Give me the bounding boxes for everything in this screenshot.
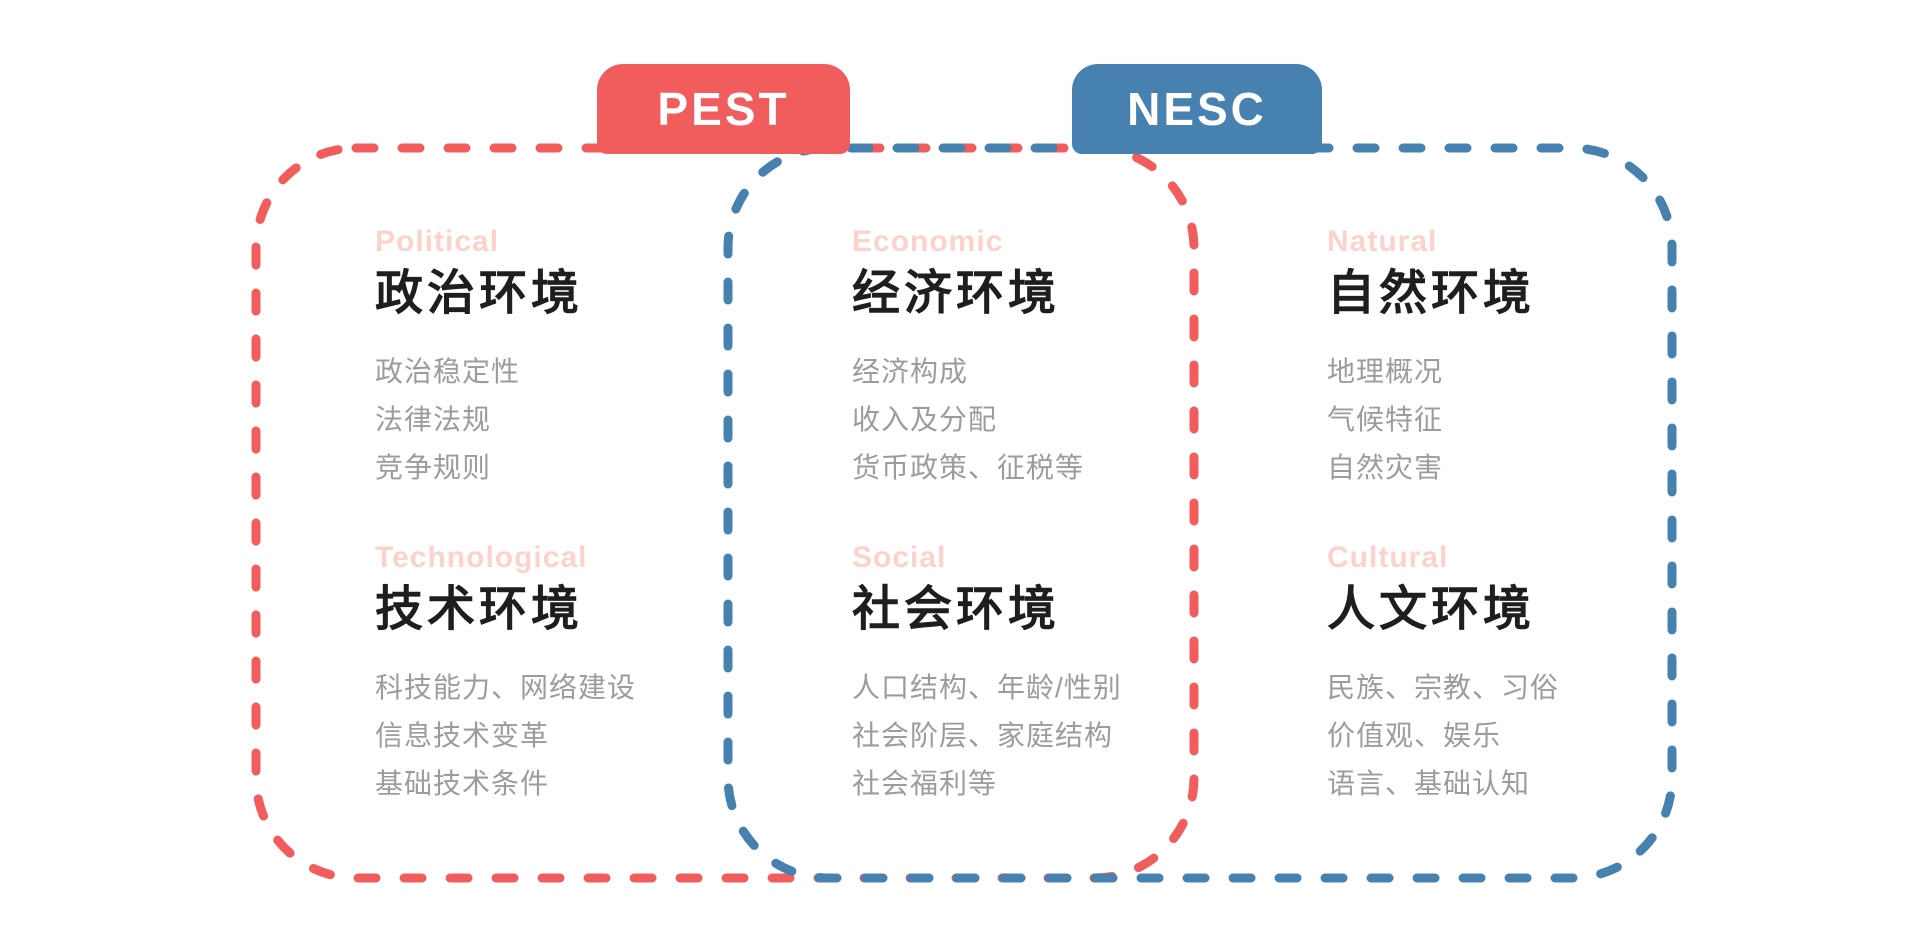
pest-badge: PEST (597, 64, 850, 154)
section-items: 经济构成 收入及分配 货币政策、征税等 (852, 348, 1282, 492)
section-title-zh: 社会环境 (852, 583, 1061, 636)
list-item: 地理概况 (1327, 356, 1444, 387)
section-items: 人口结构、年龄/性别 社会阶层、家庭结构 社会福利等 (852, 664, 1282, 808)
section-title-zh: 技术环境 (375, 583, 584, 636)
list-item: 法律法规 (375, 404, 492, 435)
section-items: 地理概况 气候特征 自然灾害 (1327, 348, 1757, 492)
section-label-en: Natural (1327, 225, 1438, 258)
column-pest-only: Political 政治环境 政治稳定性 法律法规 竞争规则 Technolog… (375, 224, 805, 808)
section-label-en: Social (852, 541, 947, 574)
section-political: Political 政治环境 政治稳定性 法律法规 竞争规则 (375, 224, 805, 492)
nesc-frame (723, 143, 1677, 883)
list-item: 价值观、娱乐 (1327, 720, 1502, 751)
list-item: 政治稳定性 (375, 356, 521, 387)
list-item: 气候特征 (1327, 404, 1444, 435)
section-natural: Natural 自然环境 地理概况 气候特征 自然灾害 (1327, 224, 1757, 492)
list-item: 基础技术条件 (375, 768, 550, 799)
list-item: 竞争规则 (375, 452, 492, 483)
list-item: 自然灾害 (1327, 452, 1444, 483)
nesc-badge-label: NESC (1127, 83, 1267, 135)
nesc-badge: NESC (1072, 64, 1322, 154)
list-item: 语言、基础认知 (1327, 768, 1531, 799)
pest-badge-label: PEST (657, 83, 790, 135)
list-item: 社会阶层、家庭结构 (852, 720, 1114, 751)
section-title-zh: 经济环境 (852, 267, 1061, 320)
list-item: 人口结构、年龄/性别 (852, 672, 1122, 703)
list-item: 科技能力、网络建设 (375, 672, 637, 703)
list-item: 经济构成 (852, 356, 969, 387)
section-label-en: Political (375, 225, 500, 258)
section-items: 政治稳定性 法律法规 竞争规则 (375, 348, 805, 492)
section-cultural: Cultural 人文环境 民族、宗教、习俗 价值观、娱乐 语言、基础认知 (1327, 540, 1757, 808)
section-label-en: Cultural (1327, 541, 1449, 574)
list-item: 社会福利等 (852, 768, 998, 799)
section-title-zh: 人文环境 (1327, 583, 1536, 636)
list-item: 信息技术变革 (375, 720, 550, 751)
section-items: 民族、宗教、习俗 价值观、娱乐 语言、基础认知 (1327, 664, 1757, 808)
section-title-zh: 自然环境 (1327, 267, 1536, 320)
list-item: 收入及分配 (852, 404, 998, 435)
section-title-zh: 政治环境 (375, 267, 584, 320)
section-technological: Technological 技术环境 科技能力、网络建设 信息技术变革 基础技术… (375, 540, 805, 808)
section-social: Social 社会环境 人口结构、年龄/性别 社会阶层、家庭结构 社会福利等 (852, 540, 1282, 808)
column-overlap: Economic 经济环境 经济构成 收入及分配 货币政策、征税等 Social… (852, 224, 1282, 808)
section-label-en: Economic (852, 225, 1004, 258)
list-item: 民族、宗教、习俗 (1327, 672, 1560, 703)
section-economic: Economic 经济环境 经济构成 收入及分配 货币政策、征税等 (852, 224, 1282, 492)
section-items: 科技能力、网络建设 信息技术变革 基础技术条件 (375, 664, 805, 808)
section-label-en: Technological (375, 541, 588, 574)
column-nesc-only: Natural 自然环境 地理概况 气候特征 自然灾害 Cultural 人文环… (1327, 224, 1757, 808)
list-item: 货币政策、征税等 (852, 452, 1085, 483)
